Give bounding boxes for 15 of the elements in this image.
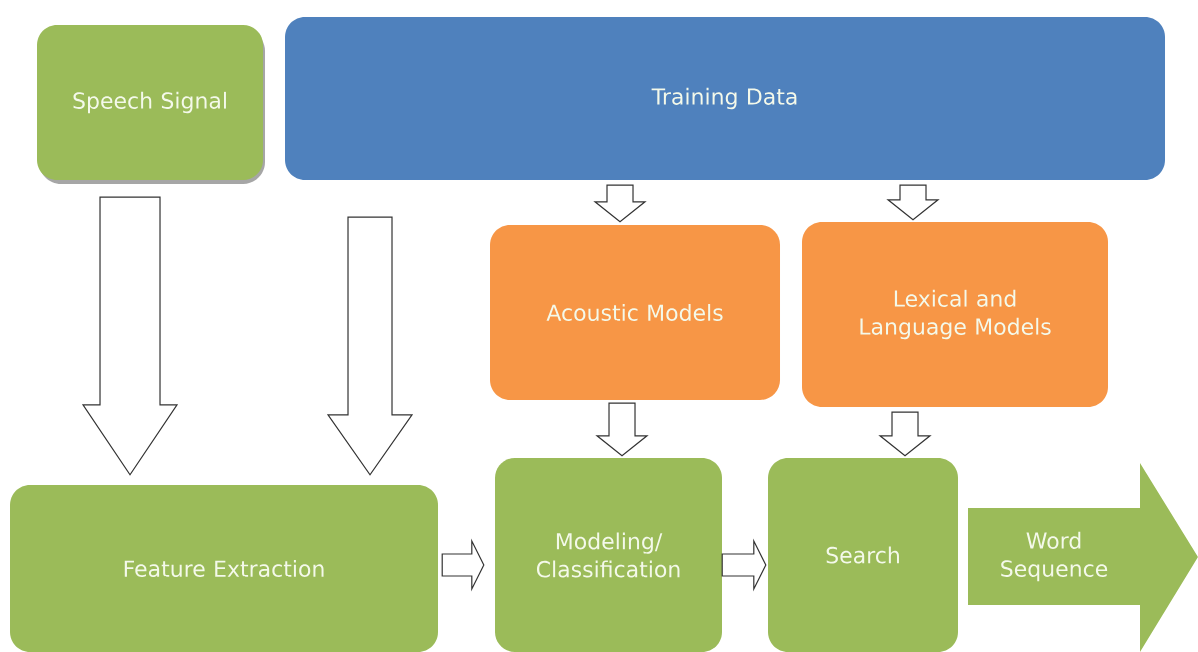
process-box: Lexical and Language Models bbox=[802, 222, 1108, 407]
block-arrow bbox=[878, 411, 932, 457]
block-arrow bbox=[886, 184, 940, 221]
block-arrow bbox=[595, 402, 649, 457]
process-box: Search bbox=[768, 458, 958, 652]
block-arrow bbox=[721, 538, 767, 592]
block-arrow bbox=[441, 538, 485, 592]
process-box: Feature Extraction bbox=[10, 485, 438, 652]
block-arrow bbox=[593, 184, 647, 223]
process-box: Speech Signal bbox=[37, 25, 265, 184]
block-arrow bbox=[81, 196, 179, 476]
block-arrow bbox=[326, 216, 414, 476]
process-box: Modeling/ Classification bbox=[495, 458, 722, 652]
process-box: Acoustic Models bbox=[490, 225, 780, 400]
process-box: Training Data bbox=[285, 17, 1165, 180]
